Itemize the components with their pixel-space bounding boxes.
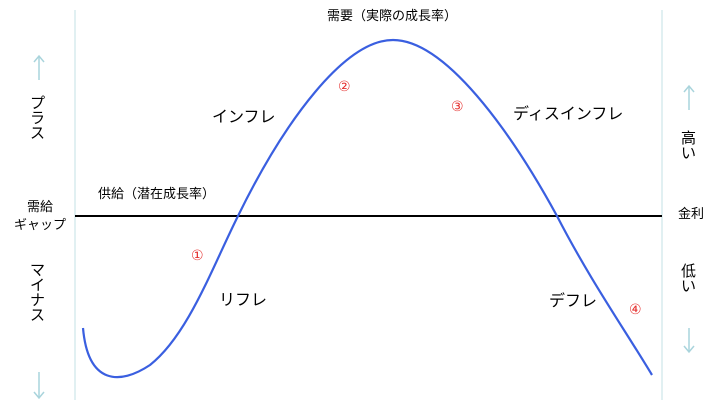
left-arrow-down-icon	[33, 372, 45, 400]
low-char-1: 低	[681, 262, 697, 280]
minus-char-4: ス	[30, 306, 46, 324]
phase-number-1: ①	[191, 248, 204, 264]
right-arrow-up-icon	[683, 84, 695, 110]
supply-label: 供給（潜在成長率）	[98, 187, 216, 202]
plus-char-3: ス	[30, 124, 46, 142]
interest-rate-label: 金利	[678, 207, 705, 222]
phase-number-3: ③	[451, 99, 464, 115]
high-char-2: い	[681, 144, 697, 162]
low-label: 低 い	[681, 264, 696, 294]
inflation-label: インフレ	[212, 107, 276, 126]
demand-curve	[81, 38, 653, 379]
reflation-label: リフレ	[219, 290, 268, 309]
gap-title-line2: ギャップ	[14, 218, 67, 233]
minus-char-2: イ	[30, 276, 46, 294]
plus-label: プ ラ ス	[30, 96, 45, 141]
minus-char-3: ナ	[30, 291, 46, 309]
high-label: 高 い	[681, 131, 696, 161]
low-char-2: い	[681, 277, 697, 295]
left-arrow-up-icon	[33, 54, 45, 80]
deflation-label: デフレ	[549, 291, 598, 310]
demand-label: 需要（実際の成長率）	[327, 9, 458, 24]
plus-char-1: プ	[30, 94, 46, 112]
phase-number-2: ②	[338, 79, 351, 95]
right-arrow-down-icon	[683, 328, 695, 354]
gap-title-line1: 需給	[27, 200, 54, 215]
minus-char-1: マ	[30, 261, 46, 279]
plus-char-2: ラ	[30, 109, 46, 127]
minus-label: マ イ ナ ス	[30, 263, 45, 323]
high-char-1: 高	[681, 129, 697, 147]
phase-number-4: ④	[629, 302, 642, 318]
disinflation-label: ディスインフレ	[513, 104, 624, 123]
